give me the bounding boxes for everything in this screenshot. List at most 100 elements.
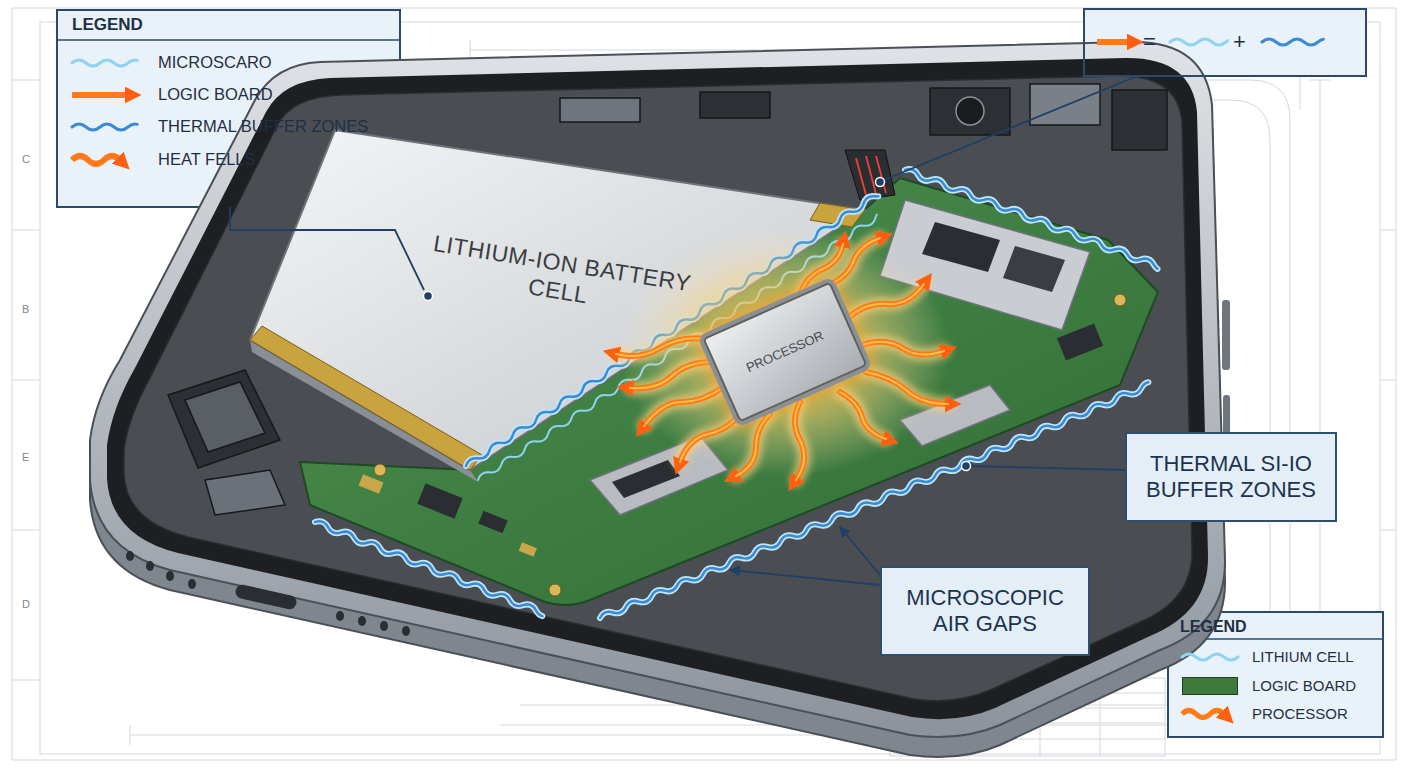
heat-glow: [616, 227, 950, 480]
node-text: PROCESSOR: [744, 328, 826, 376]
battery-illustration: [250, 326, 482, 470]
legend-heading: LEGEND: [72, 15, 143, 35]
frame-zone-letter: E: [22, 451, 29, 464]
legend-samples: [72, 92, 128, 98]
thermal-buffer-waves: [314, 519, 1096, 768]
internal-components: [560, 98, 640, 122]
legend-samples: [72, 39, 1408, 718]
phone-housing: [107, 58, 1208, 719]
node-text: =: [1143, 29, 1156, 55]
leader-lines: [230, 77, 1135, 585]
phone-housing: [90, 42, 1225, 737]
leader-dots: [424, 178, 971, 471]
phone-housing: [90, 42, 1225, 757]
equation-box: =+: [1083, 8, 1367, 77]
blueprint-frame: [12, 230, 40, 231]
phone-ports: [188, 579, 196, 589]
legend-text: THERMAL BUFFER ZONES: [158, 117, 368, 137]
internal-components: [205, 470, 285, 515]
blueprint-frame: [12, 380, 40, 381]
blueprint-frame: [1310, 80, 1330, 81]
internal-components: [1112, 90, 1167, 150]
legend-panel: [57, 8, 1383, 737]
logic-board: [374, 464, 386, 476]
battery-illustration: [845, 150, 895, 200]
legend-text: PROCESSOR: [1252, 705, 1348, 723]
leader-lines: [884, 77, 1135, 180]
blueprint-frame: [130, 735, 880, 736]
frame-zone-letter: C: [22, 153, 30, 166]
legend-text: LOGIC BOARD: [1252, 677, 1356, 695]
legend-samples: [1097, 39, 1130, 45]
internal-components: [168, 370, 280, 468]
internal-components: [185, 382, 265, 452]
node-text: LITHIUM-ION BATTERY CELL: [422, 230, 697, 327]
blueprint-frame: [12, 8, 1396, 760]
legend-text: LOGIC BOARD: [158, 85, 273, 105]
phone-ports: [402, 626, 410, 636]
callout-box: MICROSCOPIC AIR GAPS: [880, 566, 1090, 656]
legend-swatch: [1182, 677, 1238, 695]
blueprint-frame: [12, 80, 40, 81]
thermal-buffer-waves: [314, 1, 1408, 768]
leader-lines: [230, 207, 424, 290]
legend-panel: [57, 39, 400, 41]
phone-ports: [358, 616, 366, 626]
leader-dots: [962, 462, 971, 471]
leader-dots: [424, 292, 433, 301]
blueprint-frame: [12, 530, 40, 531]
legend-samples: [72, 156, 120, 164]
blueprint-frame: [12, 8, 1396, 760]
logic-board: [478, 511, 507, 534]
node-text: +: [1233, 29, 1246, 55]
leader-dots: [876, 178, 885, 187]
legend-heading: LEGEND: [1180, 617, 1247, 636]
node-text: THERMAL SI-IO BUFFER ZONES: [1139, 451, 1323, 504]
legend-text: MICROSCARO: [158, 53, 272, 73]
frame-zone-letter: D: [22, 598, 30, 611]
logic-board: [1057, 323, 1103, 360]
processor-chip: PROCESSOR: [702, 282, 867, 423]
phone-housing: [124, 76, 1192, 701]
callout-box: THERMAL SI-IO BUFFER ZONES: [1125, 432, 1337, 522]
internal-components: [1030, 84, 1100, 125]
phone-ports: [126, 551, 134, 561]
logic-board: [1114, 294, 1126, 306]
blueprint-frame: [1380, 380, 1396, 381]
logic-board: [612, 460, 680, 498]
phone-ports: [166, 571, 174, 581]
logic-board: [922, 222, 1000, 272]
node-text: MICROSCOPIC AIR GAPS: [894, 585, 1076, 638]
battery-label: LITHIUM-ION BATTERY CELL: [422, 230, 697, 327]
logic-board: [1003, 246, 1065, 292]
phone-ports: [146, 561, 154, 571]
thermal-buffer-waves: [314, 519, 1096, 768]
blueprint-frame: [1380, 230, 1396, 231]
leader-lines: [970, 466, 1125, 470]
legend-samples: [1182, 711, 1224, 718]
phone-ports: [336, 611, 344, 621]
blueprint-frame: [1380, 530, 1396, 531]
blueprint-frame: [130, 725, 131, 745]
frame-zone-letter: B: [22, 303, 29, 316]
logic-board: [519, 542, 537, 556]
internal-components: [956, 97, 984, 125]
logic-board: [417, 483, 462, 518]
phone-ports: [380, 621, 388, 631]
legend-text: HEAT FELLS: [158, 150, 256, 170]
battery-illustration: [856, 156, 886, 195]
thermal-buffer-waves: [904, 167, 1408, 471]
internal-components: [930, 88, 1010, 135]
leader-lines: [730, 570, 880, 585]
legend-samples: [1262, 39, 1408, 45]
thermal-buffer-waves: [904, 167, 1408, 471]
logic-board: [359, 474, 384, 493]
blueprint-frame: [12, 680, 40, 681]
legend-text: LITHIUM CELL: [1252, 648, 1354, 666]
phone-ports: [1222, 300, 1230, 370]
phone-ports: [234, 583, 298, 610]
legend-panel: [1168, 612, 1383, 737]
